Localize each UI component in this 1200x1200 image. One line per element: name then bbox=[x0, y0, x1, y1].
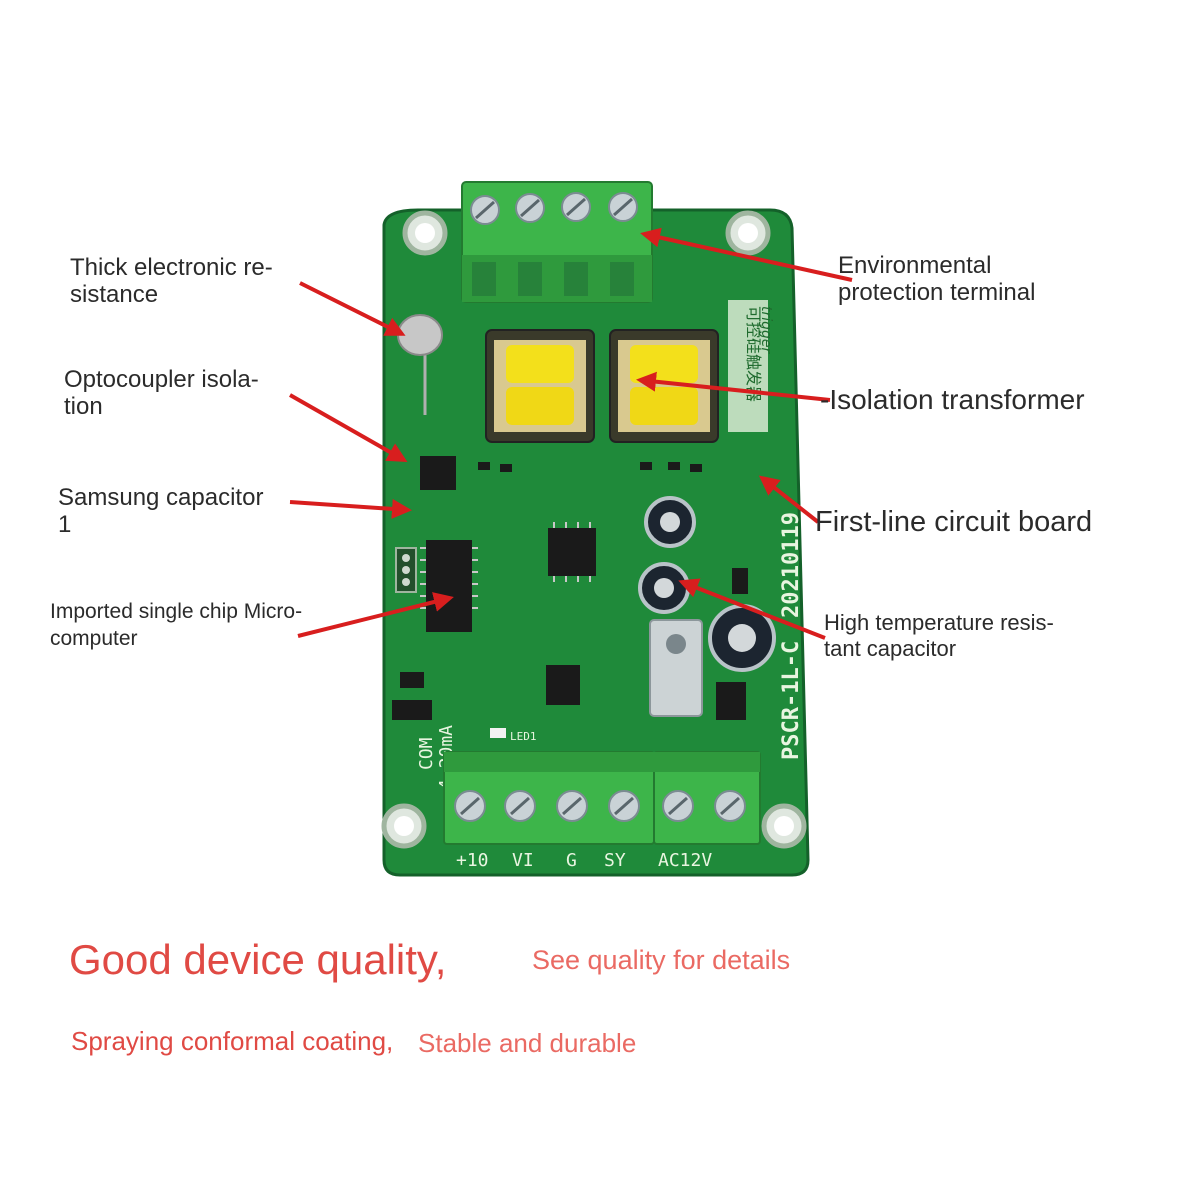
led-component bbox=[490, 728, 506, 738]
bottom-terminal-block bbox=[443, 751, 761, 845]
label-samsung-capacitor: Samsung capacitor 1 bbox=[58, 484, 264, 538]
model-silkscreen: PSCR-1L-C bbox=[779, 641, 804, 760]
terminal-label-vi: VI bbox=[512, 850, 534, 871]
terminal-silkscreen-labels: +10 VI G SY AC12V bbox=[456, 850, 712, 871]
pin-header bbox=[395, 547, 417, 593]
voltage-regulator bbox=[649, 619, 703, 717]
caption-stable-durable: Stable and durable bbox=[418, 1028, 637, 1058]
label-thick-resistance: Thick electronic re- sistance bbox=[70, 254, 273, 308]
caption-conformal-coating: Spraying conformal coating, bbox=[71, 1026, 394, 1056]
label-isolation-transformer: -Isolation transformer bbox=[820, 384, 1085, 415]
caption-good-quality: Good device quality, bbox=[69, 936, 447, 983]
terminal-label-ac12v: AC12V bbox=[658, 850, 712, 871]
terminal-label-g: G bbox=[566, 850, 577, 871]
terminal-label-sy: SY bbox=[604, 850, 626, 871]
com-silkscreen: COM bbox=[416, 737, 437, 770]
label-protection-terminal: Environmental protection terminal bbox=[838, 252, 1036, 306]
terminal-label-plus10: +10 bbox=[456, 850, 489, 871]
ic-pins bbox=[420, 522, 591, 609]
caption-see-details: See quality for details bbox=[532, 945, 791, 975]
trigger-text: trigger bbox=[758, 306, 774, 355]
label-high-temp-capacitor: High temperature resis- tant capacitor bbox=[824, 610, 1054, 661]
label-optocoupler: Optocoupler isola- tion bbox=[64, 366, 259, 420]
led-silkscreen: LED1 bbox=[510, 730, 537, 743]
top-terminal-block bbox=[461, 181, 653, 303]
smd-components bbox=[392, 456, 748, 720]
label-mcu: Imported single chip Micro- computer bbox=[50, 600, 303, 650]
trigger-silkscreen: 可控硅触发器 trigger bbox=[728, 300, 774, 432]
label-circuit-board: First-line circuit board bbox=[815, 506, 1093, 538]
date-silkscreen: 20210119 bbox=[779, 512, 804, 618]
